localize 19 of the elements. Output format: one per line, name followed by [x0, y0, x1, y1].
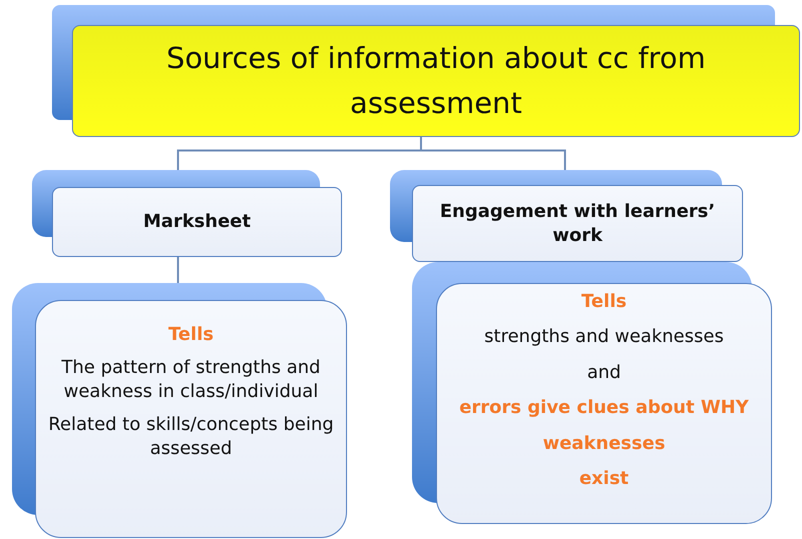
process-box [12, 283, 347, 538]
highlight-text: errors give clues about WHY [459, 396, 749, 420]
highlight-text: Tells [581, 290, 627, 314]
highlight-text: weaknesses [542, 432, 666, 455]
body-text: strengths and weaknesses [484, 325, 724, 349]
box-heading: Engagement with learners’ work [438, 200, 716, 247]
highlight-text: Tells [168, 323, 214, 346]
title-text: Sources of information about cc from assessment [165, 40, 707, 122]
process-box [412, 262, 772, 524]
box-heading: Marksheet [143, 210, 251, 234]
title-box [52, 5, 800, 137]
body-text: and [587, 360, 621, 384]
connector-line [420, 137, 566, 170]
process-box [32, 170, 342, 257]
connector-line [177, 257, 179, 283]
highlight-text: exist [579, 466, 629, 490]
body-text: The pattern of strengths and weakness in class/individual [60, 356, 322, 404]
process-box [390, 170, 743, 262]
body-text: Related to skills/concepts being assessed [47, 413, 335, 460]
